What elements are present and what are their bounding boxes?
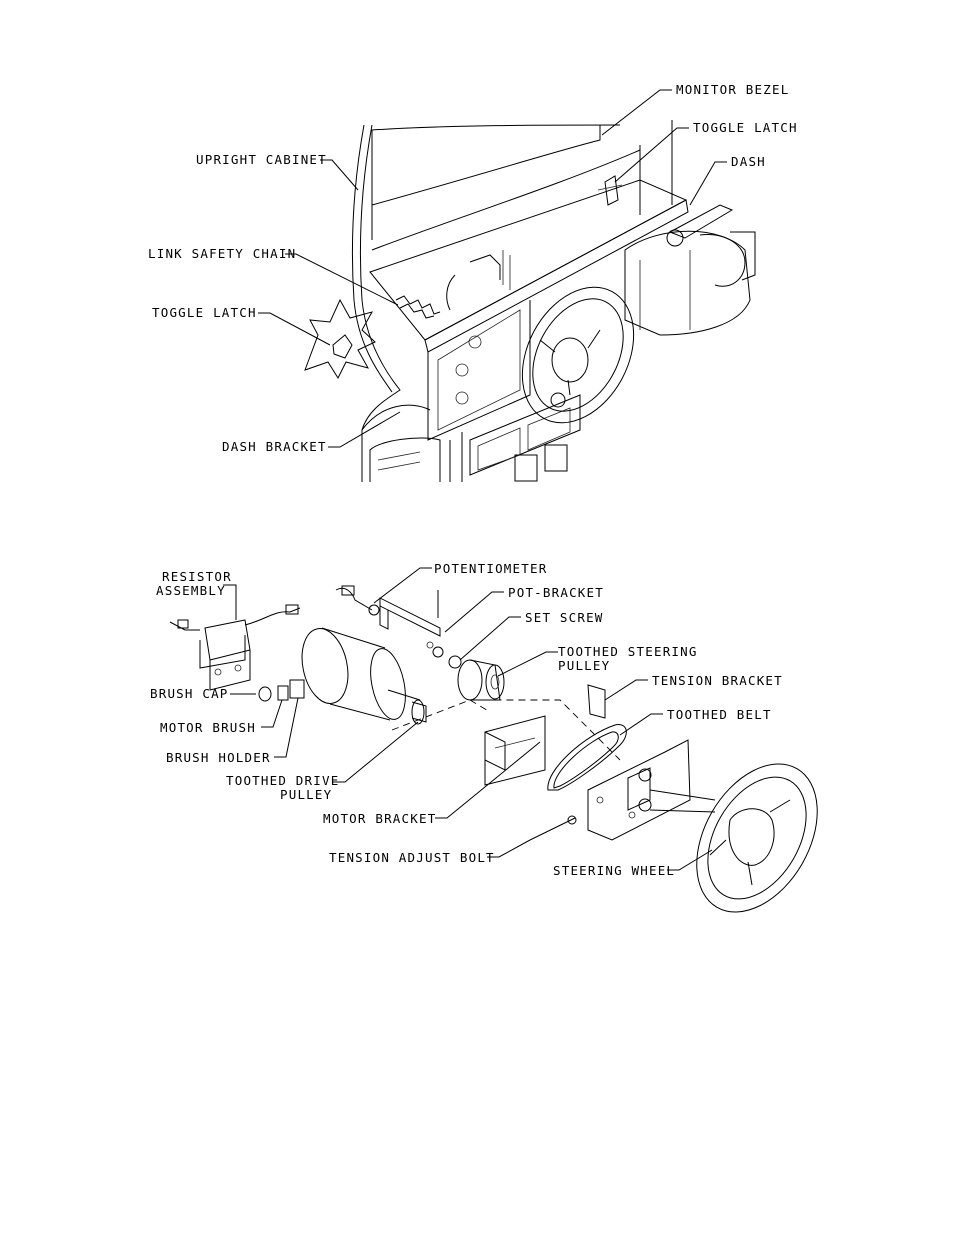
label-set-screw: SET SCREW: [525, 610, 604, 625]
label-toothed-steering-pulley-line1: TOOTHED STEERING: [558, 644, 698, 659]
label-monitor-bezel: MONITOR BEZEL: [676, 82, 789, 97]
label-toothed-belt: TOOTHED BELT: [667, 707, 772, 722]
label-link-safety-chain: LINK SAFETY CHAIN: [148, 246, 296, 261]
label-upright-cabinet: UPRIGHT CABINET: [196, 152, 327, 167]
label-dash-bracket: DASH BRACKET: [222, 439, 327, 454]
label-motor-brush: MOTOR BRUSH: [160, 720, 256, 735]
label-tension-bracket: TENSION BRACKET: [652, 673, 783, 688]
label-toothed-steering-pulley-line2: PULLEY: [558, 658, 610, 673]
label-motor-bracket: MOTOR BRACKET: [323, 811, 436, 826]
label-steering-wheel: STEERING WHEEL: [553, 863, 675, 878]
label-resistor-assembly-line2: ASSEMBLY: [156, 583, 226, 598]
label-toothed-drive-pulley-line2: PULLEY: [280, 787, 332, 802]
cabinet-drawing: [304, 120, 756, 482]
label-toggle-latch-left: TOGGLE LATCH: [152, 305, 257, 320]
label-toggle-latch-top: TOGGLE LATCH: [693, 120, 798, 135]
bottom-labels: RESISTOR ASSEMBLY POTENTIOMETER POT-BRAC…: [150, 561, 783, 878]
label-brush-holder: BRUSH HOLDER: [166, 750, 271, 765]
steering-assembly-drawing: [169, 585, 818, 913]
top-leader-lines: [258, 89, 727, 448]
label-brush-cap: BRUSH CAP: [150, 686, 229, 701]
top-labels: MONITOR BEZEL TOGGLE LATCH DASH UPRIGHT …: [148, 82, 798, 454]
label-dash: DASH: [731, 154, 766, 169]
label-pot-bracket: POT-BRACKET: [508, 585, 604, 600]
label-resistor-assembly-line1: RESISTOR: [162, 569, 232, 584]
label-tension-adjust-bolt: TENSION ADJUST BOLT: [329, 850, 495, 865]
bottom-leader-lines: [223, 567, 713, 871]
label-toothed-drive-pulley-line1: TOOTHED DRIVE: [226, 773, 339, 788]
label-potentiometer: POTENTIOMETER: [434, 561, 547, 576]
